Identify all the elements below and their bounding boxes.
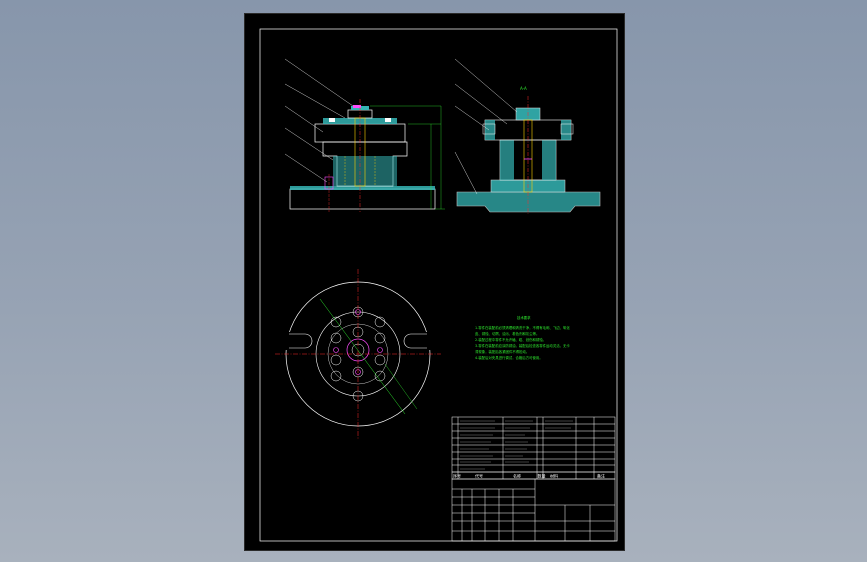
header-cell: 备注 [597,473,605,479]
note-line: 4.装配后对夹具进行调试，合格后方可使用。 [475,355,543,360]
title-block [451,416,616,542]
cad-drawing: A-A [259,28,618,542]
section-view: A-A [454,58,601,214]
drawing-sheet: A-A [244,13,625,551]
parts-list-header: 序号 代号 名称 数量 材料 备注 [453,473,605,479]
header-cell: 数量 [538,473,546,479]
note-line: 滞现象，装配后各紧固件不得松动。 [475,349,529,354]
header-cell: 序号 [453,473,461,479]
header-cell: 代号 [475,473,483,479]
notes-title: 技术要求 [517,315,531,320]
inner-border [259,28,618,542]
header-cell: 名称 [513,473,521,479]
top-view [275,269,441,439]
note-line: 1.零件在装配前必须清理和清洗干净，不得有毛刺、飞边、氧化 [475,325,570,330]
technical-notes: 技术要求 1.零件在装配前必须清理和清洗干净，不得有毛刺、飞边、氧化 皮、锈蚀、… [475,315,570,360]
note-line: 3.零件在装配前应涂防锈油，装配后检查各零件运动灵活，无卡 [475,343,570,348]
front-view [284,58,445,212]
section-label: A-A [520,86,527,91]
note-line: 2.装配过程中零件不允许磕、碰、划伤和锈蚀。 [475,337,546,342]
header-cell: 材料 [550,473,558,479]
note-line: 皮、锈蚀、切屑、油污、着色剂和灰尘等。 [475,331,539,336]
